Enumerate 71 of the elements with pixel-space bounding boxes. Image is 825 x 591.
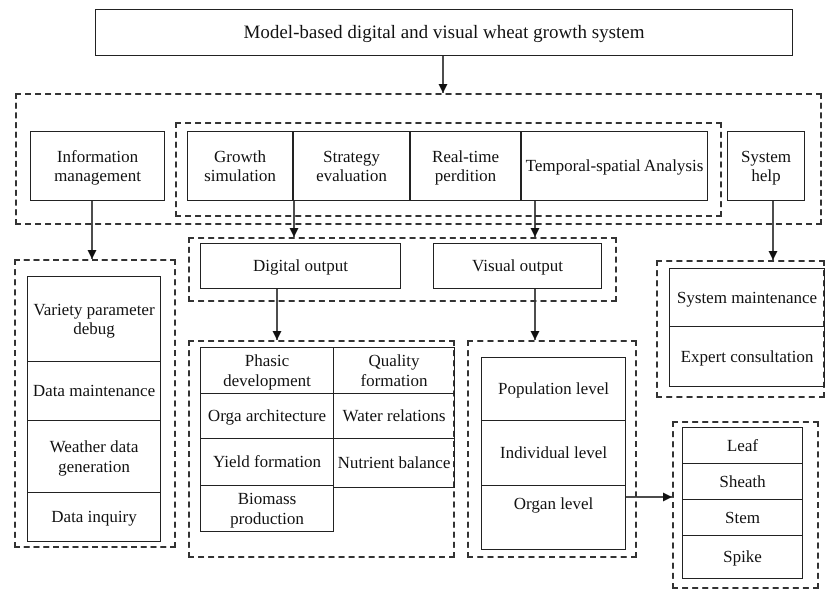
module-label: Model-based digital and visual wheat growth system	[243, 22, 645, 44]
module-box	[682, 535, 803, 579]
module-label: Population level	[498, 379, 609, 399]
dashed-group-frame	[656, 260, 825, 398]
dashed-group-frame	[188, 237, 617, 302]
module-box	[27, 492, 161, 542]
module-box	[481, 485, 626, 550]
module-box	[333, 347, 455, 394]
module-label: Data inquiry	[51, 507, 137, 527]
module-label: Water relations	[342, 406, 446, 426]
module-label: Quality formation	[359, 351, 429, 390]
arrow	[272, 289, 282, 340]
module-box	[333, 438, 455, 488]
module-label: Individual level	[500, 443, 608, 463]
module-label: Yield formation	[212, 452, 322, 472]
dashed-group-frame	[188, 340, 455, 558]
module-label: Biomass production	[229, 489, 305, 528]
module-label: Sheath	[719, 472, 766, 492]
module-box	[669, 268, 825, 327]
arrow	[768, 201, 778, 260]
module-box	[27, 276, 161, 362]
module-label: Orga architecture	[208, 406, 326, 426]
module-label: System help	[740, 146, 792, 186]
module-label: System maintenance	[676, 288, 818, 308]
module-label: Spike	[723, 547, 762, 567]
module-label: Growth simulation	[203, 146, 277, 186]
module-box	[27, 420, 161, 493]
dashed-group-frame	[14, 259, 176, 548]
module-box	[410, 131, 521, 201]
dashed-group-frame	[175, 122, 722, 217]
module-label: Expert consultation	[680, 346, 814, 366]
module-box	[481, 420, 626, 486]
module-label: Real-time perdition	[430, 146, 500, 186]
module-label: Data maintenance	[32, 381, 156, 401]
module-label: Weather data generation	[48, 437, 140, 476]
module-box	[682, 499, 803, 536]
module-box	[481, 357, 626, 421]
arrow	[438, 56, 448, 93]
module-box	[200, 485, 334, 532]
module-box	[521, 131, 708, 201]
module-box	[95, 9, 793, 56]
module-box	[682, 463, 803, 500]
module-box	[30, 131, 165, 201]
module-box	[187, 131, 293, 201]
module-box	[200, 243, 401, 289]
module-box	[433, 243, 602, 289]
arrow	[290, 201, 298, 237]
module-label: Temporal-spatial Analysis	[526, 156, 704, 176]
module-label: Stem	[725, 508, 760, 528]
arrow	[88, 201, 96, 259]
module-box	[669, 326, 825, 387]
dashed-group-frame	[672, 421, 819, 589]
module-label: Visual output	[472, 256, 564, 276]
module-label: Nutrient balance	[338, 453, 450, 473]
module-box	[682, 427, 803, 464]
module-label: Variety parameter debug	[32, 300, 156, 338]
dashed-group-frame	[15, 93, 822, 225]
arrow	[530, 201, 540, 237]
module-box	[27, 361, 161, 421]
module-box	[293, 131, 410, 201]
module-label: Phasic development	[222, 351, 312, 390]
module-label: Information management	[53, 146, 142, 186]
arrow	[626, 492, 672, 502]
module-label: Organ level	[514, 494, 594, 514]
module-label: Digital output	[253, 256, 348, 276]
module-label: Leaf	[726, 436, 758, 456]
dashed-group-frame	[467, 340, 637, 558]
module-label: Strategy evaluation	[315, 146, 388, 186]
arrow	[530, 289, 540, 340]
module-box	[200, 347, 334, 394]
module-box	[727, 131, 805, 201]
